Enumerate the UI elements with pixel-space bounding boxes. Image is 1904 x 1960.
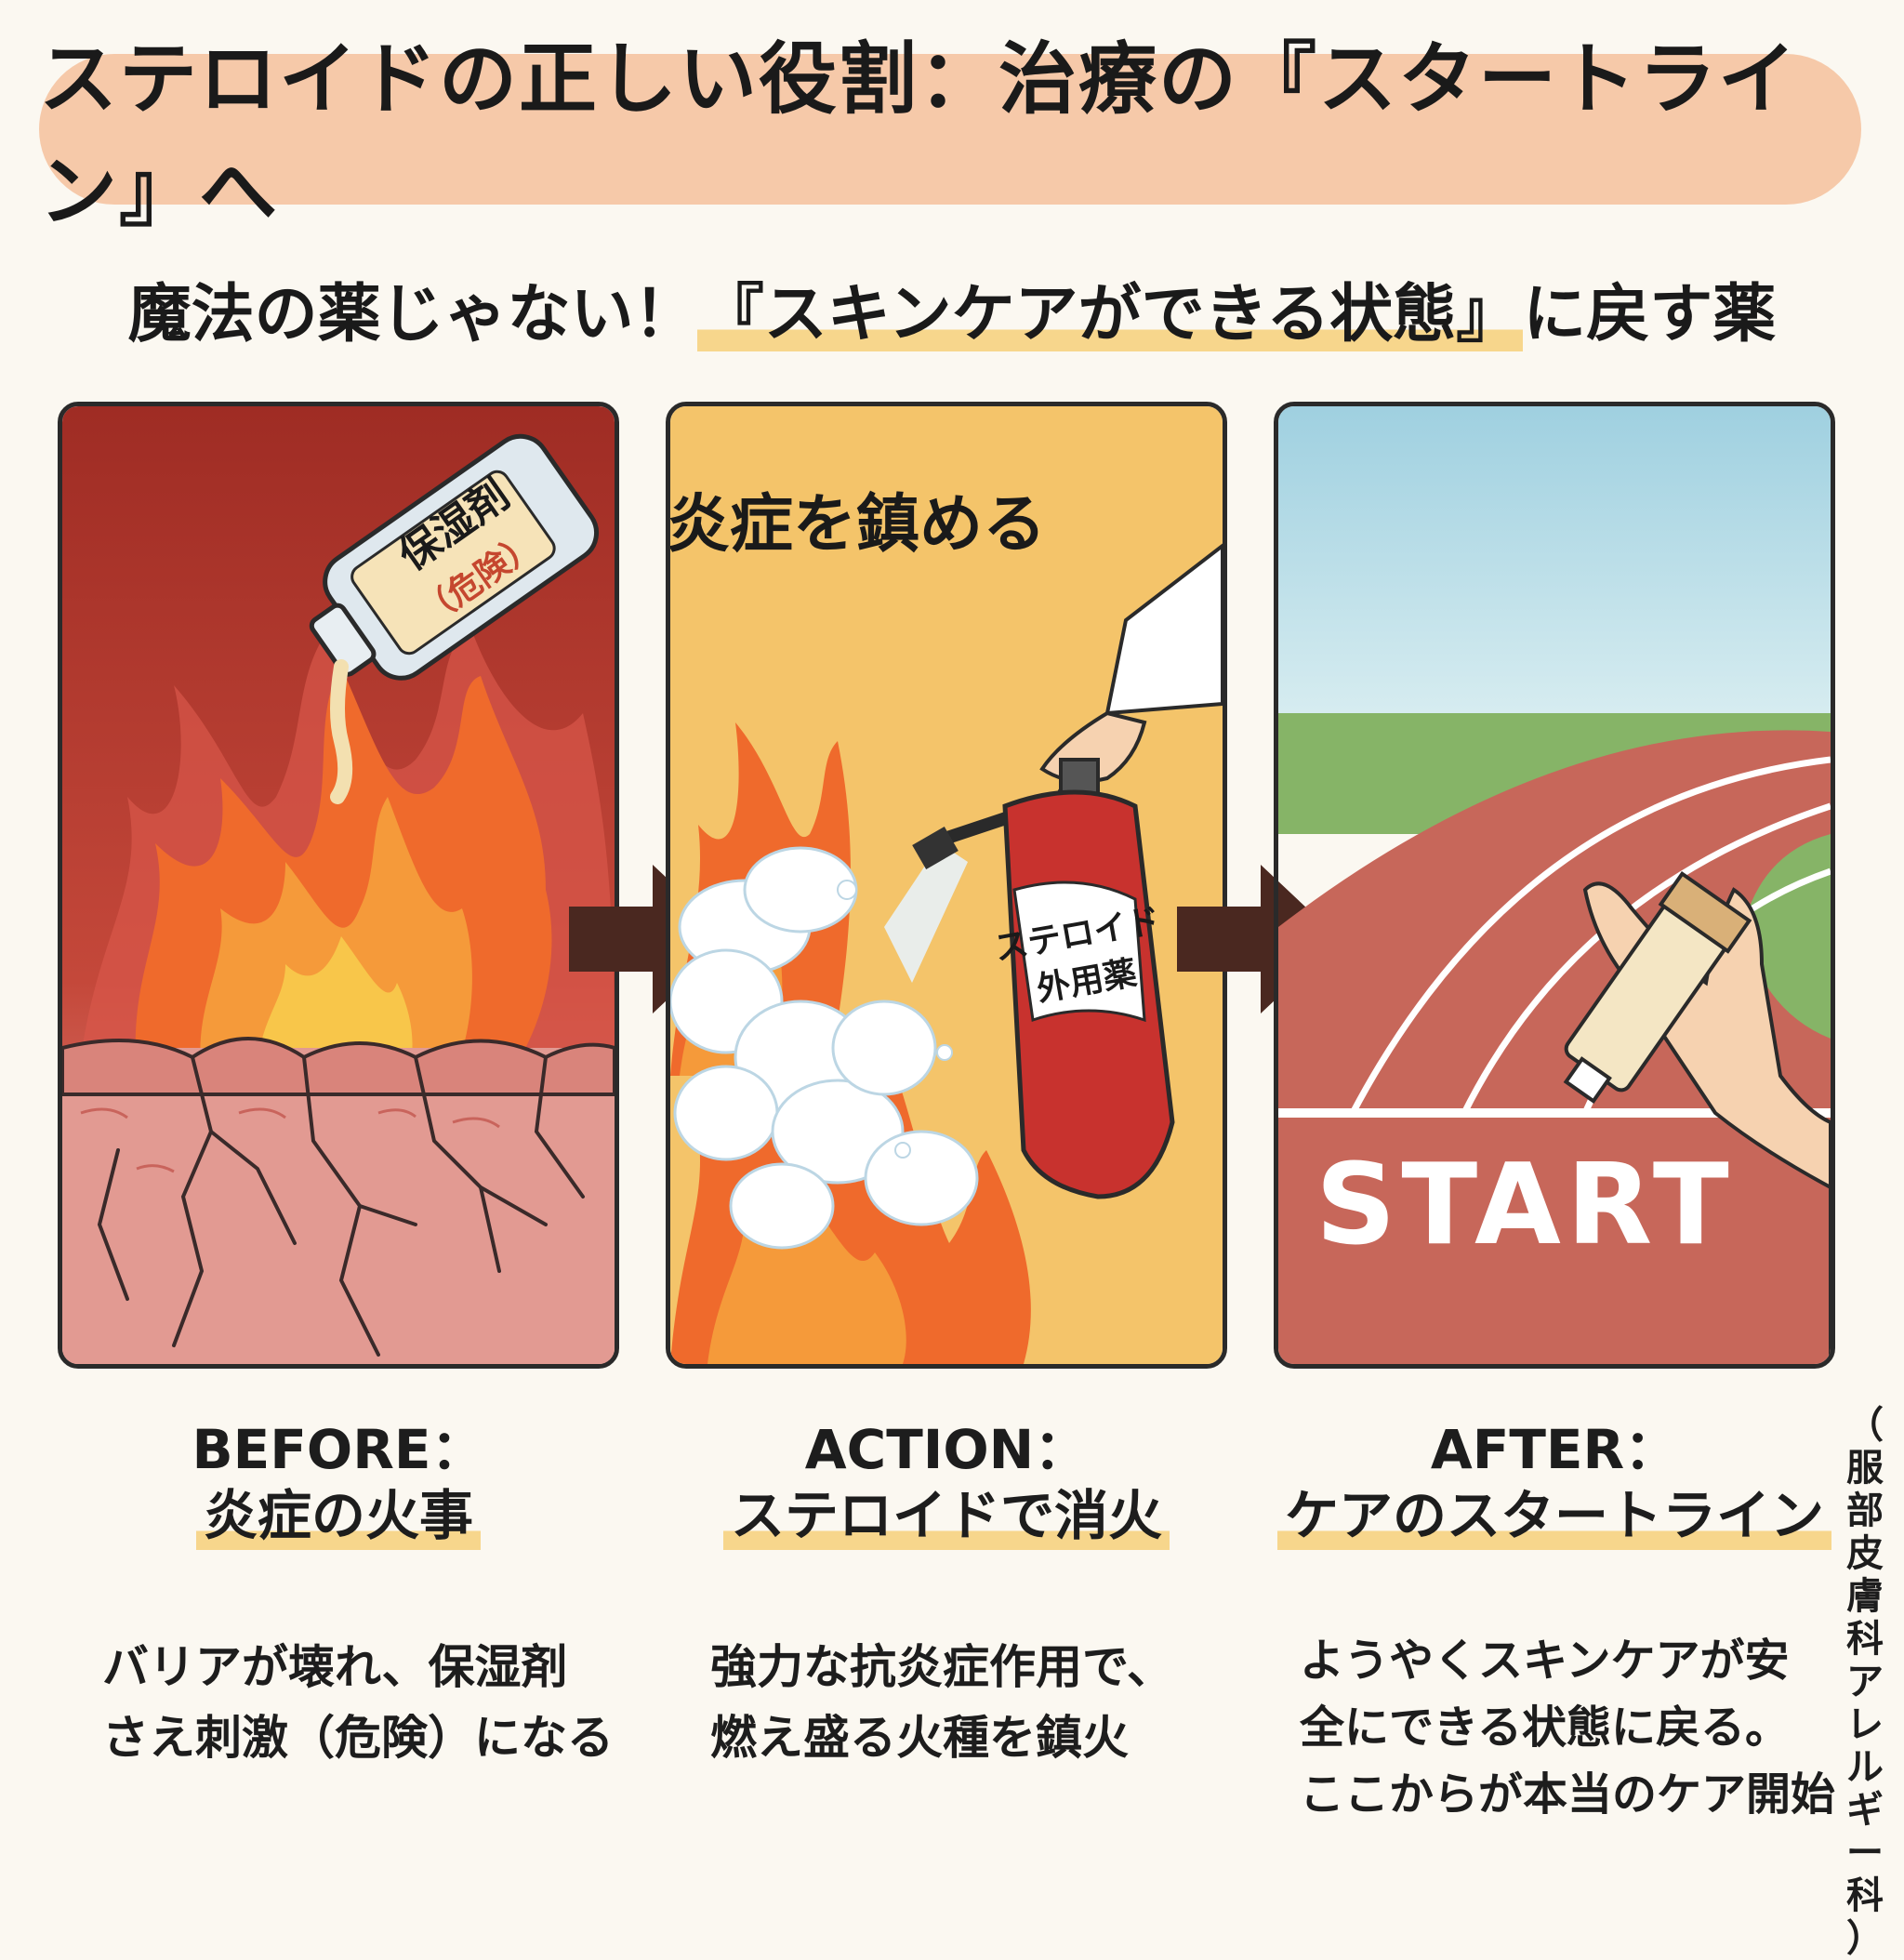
after-description-line: ここからが本当のケア開始: [1300, 1768, 1836, 1821]
subtitle-highlight: 『スキンケアができる状態』: [696, 278, 1524, 351]
action-caption: ACTION： ステロイドで消火: [649, 1418, 1244, 1550]
before-subheading: 炎症の火事: [195, 1481, 481, 1550]
subtitle: 魔法の薬じゃない！『スキンケアができる状態』に戻す薬: [0, 262, 1904, 354]
action-subheading: ステロイドで消火: [722, 1481, 1170, 1550]
credit-char: レ: [1846, 1703, 1884, 1746]
after-caption: AFTER： ケアのスタートライン: [1257, 1418, 1852, 1550]
after-panel: START: [1274, 402, 1835, 1369]
before-heading: BEFORE：: [192, 1418, 485, 1481]
after-illustration: START: [1278, 406, 1831, 1364]
before-panel: 保湿剤 （危険）: [58, 402, 619, 1369]
before-description: バリアが壊れ、保湿剤 さえ刺激（危険）になる: [102, 1632, 614, 1773]
action-heading: ACTION：: [804, 1418, 1089, 1481]
credit-char: 皮: [1846, 1532, 1884, 1575]
subtitle-prefix: 魔法の薬じゃない！: [127, 278, 697, 351]
credit-char: ル: [1846, 1746, 1884, 1789]
credit-char: 膚: [1846, 1575, 1884, 1618]
action-description-line: 燃え盛る火種を鎮火: [710, 1711, 1129, 1765]
credit-char: ）: [1846, 1917, 1884, 1960]
after-subheading: ケアのスタートライン: [1276, 1481, 1831, 1550]
clinic-credit: （ 服 部 皮 膚 科 ア レ ル ギ ー 科 ）: [1837, 1404, 1893, 1960]
credit-char: 科: [1846, 1618, 1884, 1661]
action-panel: 炎症を鎮める ステロイド 外: [666, 402, 1227, 1369]
credit-char: 科: [1846, 1874, 1884, 1917]
credit-char: ギ: [1846, 1789, 1884, 1832]
after-description-line: 全にできる状態に戻る。: [1300, 1702, 1791, 1754]
credit-char: ー: [1846, 1832, 1884, 1874]
after-description: ようやくスキンケアが安 全にできる状態に戻る。 ここからが本当のケア開始: [1300, 1627, 1835, 1828]
subtitle-suffix: に戻す薬: [1523, 278, 1777, 351]
credit-char: 服: [1846, 1447, 1884, 1490]
before-description-line: さえ刺激（危険）になる: [102, 1711, 614, 1765]
action-description-line: 強力な抗炎症作用で、: [710, 1640, 1173, 1694]
action-illustration: 炎症を鎮める ステロイド 外: [670, 406, 1223, 1364]
before-illustration: 保湿剤 （危険）: [62, 406, 615, 1364]
after-heading: AFTER：: [1430, 1418, 1679, 1481]
page-title: ステロイドの正しい役割：治療の『スタートライン』へ: [39, 33, 1799, 237]
action-description: 強力な抗炎症作用で、 燃え盛る火種を鎮火: [710, 1632, 1173, 1773]
credit-char: ア: [1846, 1661, 1884, 1703]
credit-char: （: [1846, 1404, 1884, 1447]
credit-char: 部: [1846, 1490, 1884, 1532]
after-description-line: ようやくスキンケアが安: [1300, 1635, 1790, 1687]
before-description-line: バリアが壊れ、保湿剤: [102, 1640, 568, 1694]
before-caption: BEFORE： 炎症の火事: [41, 1418, 636, 1550]
title-banner: ステロイドの正しい役割：治療の『スタートライン』へ: [39, 33, 1861, 237]
track-start-text: START: [1316, 1141, 1735, 1270]
action-panel-text: 炎症を鎮める: [670, 488, 1046, 562]
